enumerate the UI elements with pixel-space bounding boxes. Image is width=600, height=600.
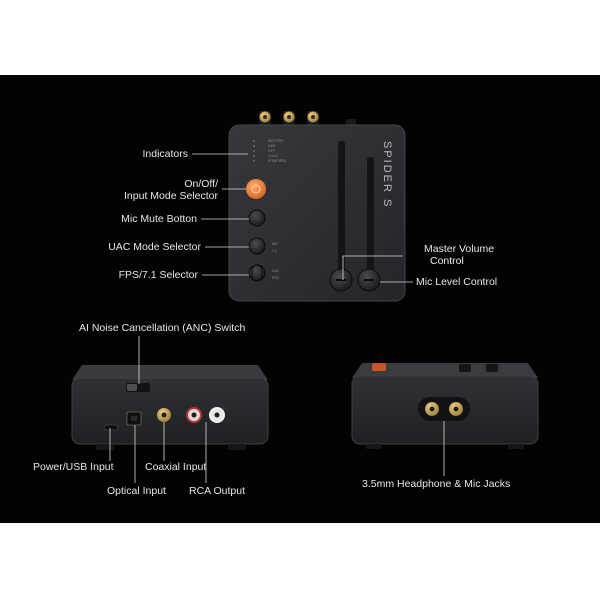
top-device [228, 111, 406, 302]
front-device [351, 363, 539, 449]
callout-optical: Optical Input [107, 485, 166, 497]
indicator-label-opt: OPT [268, 149, 276, 153]
callout-master-volume-line1: Master Volume [424, 243, 495, 255]
rear-device [71, 365, 269, 450]
indicator-label-powered: POWERED [268, 159, 287, 163]
callout-rca: RCA Output [189, 485, 246, 497]
power-button [246, 179, 266, 199]
mic-mute-button [248, 209, 266, 227]
usb-c-port [103, 424, 119, 431]
callout-indicators: Indicators [142, 148, 188, 160]
indicator-label-battery: BATTERY [268, 139, 284, 143]
product-diagram: BATTERY USB OPT COAX POWERED MIC 7.1 UAC… [0, 75, 600, 523]
brand-logo: SPIDER S [381, 141, 393, 209]
indicator-label-coax: COAX [268, 154, 278, 158]
callout-on-off-line1: On/Off/ [184, 178, 218, 190]
callout-fps: FPS/7.1 Selector [118, 269, 198, 281]
indicator-label-usb: USB [268, 144, 276, 148]
callout-master-volume-line2: Control [430, 255, 464, 267]
callout-coaxial: Coaxial Input [145, 461, 207, 473]
mode-label-fps: FPS [272, 276, 279, 280]
device-artwork [71, 111, 539, 483]
uac-mode-button [248, 237, 266, 255]
anc-switch [126, 383, 150, 392]
mode-label-uac: UAC [272, 269, 280, 273]
callout-mic-level: Mic Level Control [416, 276, 498, 288]
callout-lines [109, 153, 445, 483]
callout-anc: AI Noise Cancellation (ANC) Switch [79, 322, 246, 334]
callout-mic-mute: Mic Mute Botton [121, 213, 197, 225]
headphone-mic-jacks [418, 397, 470, 421]
callout-power-usb: Power/USB Input [33, 461, 114, 473]
callout-jacks: 3.5mm Headphone & Mic Jacks [362, 478, 511, 490]
mode-label-mic: MIC [272, 242, 279, 246]
callout-uac-mode: UAC Mode Selector [108, 241, 201, 253]
callout-on-off-line2: Input Mode Selector [124, 190, 218, 202]
mode-label-71: 7.1 [272, 249, 277, 253]
mic-level-slider [367, 157, 374, 291]
master-volume-slider [338, 141, 345, 291]
fps-button [248, 264, 266, 282]
indicator-leds [253, 140, 255, 162]
